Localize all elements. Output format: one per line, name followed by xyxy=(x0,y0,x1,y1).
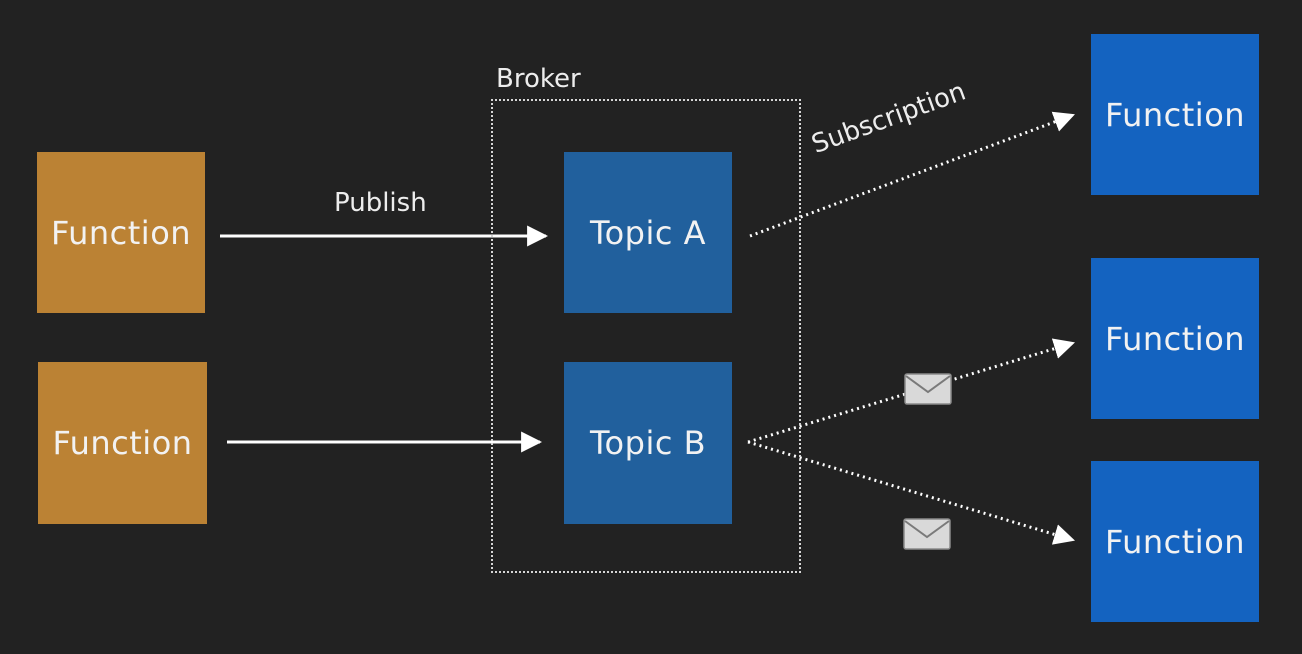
topic-label: Topic A xyxy=(589,213,707,252)
publisher-function-2: Function xyxy=(38,362,207,524)
subscriber-function-label: Function xyxy=(1104,95,1246,134)
broker-label: Broker xyxy=(496,64,581,94)
envelope-icon xyxy=(903,518,951,550)
envelope-icon xyxy=(904,373,952,405)
publisher-function-label: Function xyxy=(52,424,193,462)
subscriber-function-3: Function xyxy=(1091,461,1259,622)
subscriber-function-2: Function xyxy=(1091,258,1259,419)
topic-label: Topic B xyxy=(589,424,707,462)
subscriber-function-1: Function xyxy=(1091,34,1259,195)
subscriber-function-label: Function xyxy=(1104,522,1246,561)
publisher-function-1: Function xyxy=(37,152,205,313)
topic-b-node: Topic B xyxy=(564,362,732,524)
publish-label: Publish xyxy=(334,188,427,218)
subscription-arrow-3 xyxy=(747,440,1076,545)
topic-a-node: Topic A xyxy=(564,152,732,313)
broker-container xyxy=(491,99,801,573)
publisher-function-label: Function xyxy=(50,213,192,252)
subscriber-function-label: Function xyxy=(1104,319,1246,358)
